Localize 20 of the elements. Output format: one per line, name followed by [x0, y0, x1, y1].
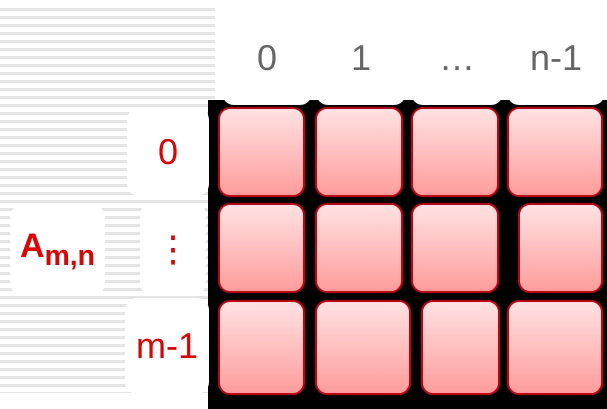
matrix-cell	[421, 300, 500, 395]
matrix-cell	[507, 107, 603, 197]
matrix-cell	[507, 300, 603, 395]
matrix-cell	[315, 300, 411, 395]
column-index-label: n-1	[530, 40, 582, 76]
column-index-label: 0	[256, 40, 278, 76]
row-index-label: m-1	[136, 328, 198, 364]
matrix-cell	[411, 203, 499, 293]
matrix-cell	[518, 203, 603, 293]
matrix-cell	[218, 107, 305, 197]
row-index-label: 0	[158, 134, 178, 170]
column-index-label: 1	[350, 40, 372, 76]
matrix-cell	[315, 203, 403, 293]
matrix-cell	[411, 107, 499, 197]
column-index-label: …	[439, 40, 475, 76]
matrix-cell	[315, 107, 403, 197]
row-index-label: ⋮	[155, 231, 191, 267]
matrix-name-label: A$_{m,n}$	[20, 229, 95, 271]
matrix-cell	[218, 300, 305, 395]
matrix-cell	[218, 203, 305, 293]
